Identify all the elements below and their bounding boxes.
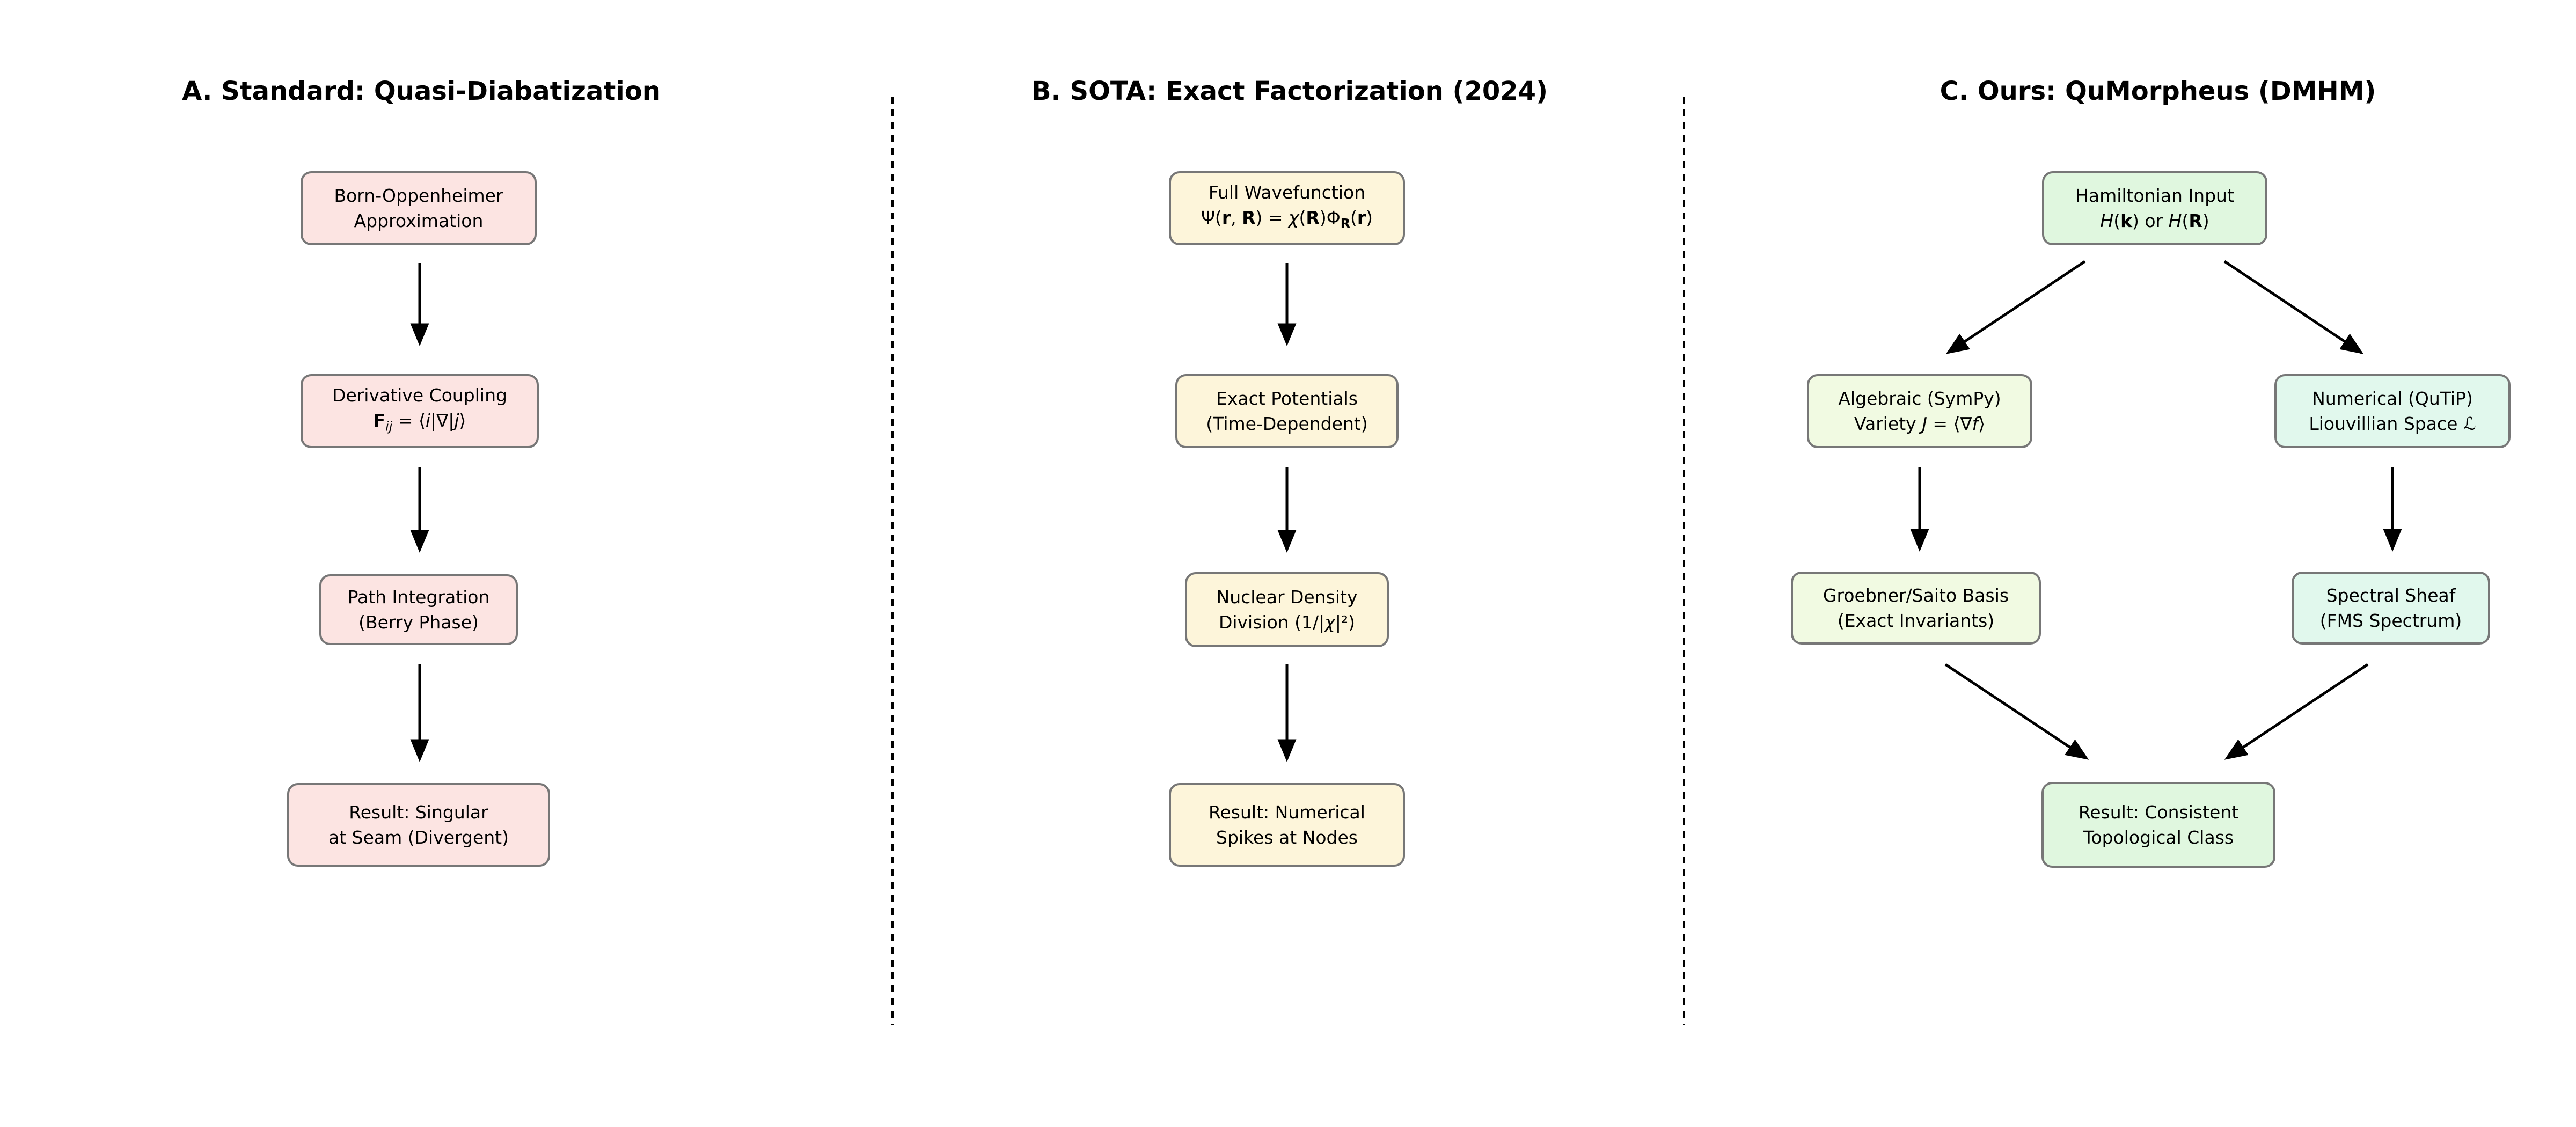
node-text: Exact Potentials [1216, 388, 1358, 409]
flow-arrow [2223, 260, 2364, 354]
node-text: Numerical (QuTiP) [2312, 388, 2473, 409]
flow-arrow [1945, 260, 2086, 354]
node-text: (Berry Phase) [358, 612, 479, 633]
node-text: at Seam (Divergent) [328, 827, 509, 848]
node-path-integration: Path Integration (Berry Phase) [319, 574, 518, 645]
node-math: Fij = ⟨i|∇|j⟩ [373, 410, 466, 434]
node-derivative-coupling: Derivative Coupling Fij = ⟨i|∇|j⟩ [301, 374, 539, 448]
node-text: Derivative Coupling [332, 385, 507, 406]
node-numerical-qutip: Numerical (QuTiP) Liouvillian Space ℒ [2274, 374, 2511, 448]
node-algebraic-sympy: Algebraic (SymPy) Variety J = ⟨∇f⟩ [1807, 374, 2032, 448]
node-born-oppenheimer: Born-Oppenheimer Approximation [301, 171, 537, 245]
node-text: Result: Consistent [2078, 802, 2239, 823]
flow-arrow [1944, 663, 2089, 760]
panel-b-title: B. SOTA: Exact Factorization (2024) [1031, 76, 1548, 106]
node-math: Ψ(r, R) = χ(R)ΦR(r) [1201, 207, 1373, 231]
node-full-wavefunction: Full Wavefunction Ψ(r, R) = χ(R)ΦR(r) [1169, 171, 1405, 245]
node-result-singular: Result: Singular at Seam (Divergent) [287, 783, 550, 867]
panel-a-title: A. Standard: Quasi-Diabatization [182, 76, 661, 106]
node-text: Nuclear Density [1216, 587, 1358, 608]
node-nuclear-density-division: Nuclear Density Division (1/|χ|²) [1185, 572, 1389, 647]
node-spectral-sheaf: Spectral Sheaf (FMS Spectrum) [2292, 572, 2490, 645]
node-text: Result: Numerical [1209, 802, 1365, 823]
node-hamiltonian-input: Hamiltonian Input H(k) or H(R) [2042, 171, 2267, 245]
node-text: Result: Singular [349, 802, 488, 823]
node-text: Groebner/Saito Basis [1823, 585, 2009, 606]
node-text: (FMS Spectrum) [2319, 610, 2462, 631]
node-result-numerical-spikes: Result: Numerical Spikes at Nodes [1169, 783, 1405, 867]
node-text: (Exact Invariants) [1837, 610, 1995, 631]
node-groebner-saito-basis: Groebner/Saito Basis (Exact Invariants) [1791, 572, 2041, 645]
node-result-topological-class: Result: Consistent Topological Class [2041, 782, 2275, 868]
flow-arrow [2224, 663, 2369, 760]
node-text: Topological Class [2083, 827, 2234, 848]
node-text: Full Wavefunction [1208, 182, 1366, 203]
node-text: Approximation [354, 210, 484, 231]
node-text: Algebraic (SymPy) [1838, 388, 2001, 409]
node-math: Division (1/|χ|²) [1218, 612, 1356, 633]
node-text: Hamiltonian Input [2075, 185, 2234, 206]
node-text: Path Integration [347, 587, 490, 608]
node-text: Spectral Sheaf [2326, 585, 2456, 606]
node-math: H(k) or H(R) [2100, 210, 2209, 231]
node-math: Liouvillian Space ℒ [2309, 413, 2476, 434]
node-text: (Time-Dependent) [1206, 413, 1368, 434]
node-math: Variety J = ⟨∇f⟩ [1854, 413, 1986, 434]
panel-c-title: C. Ours: QuMorpheus (DMHM) [1940, 76, 2376, 106]
node-text: Spikes at Nodes [1216, 827, 1358, 848]
node-exact-potentials: Exact Potentials (Time-Dependent) [1175, 374, 1399, 448]
node-text: Born-Oppenheimer [334, 185, 503, 206]
